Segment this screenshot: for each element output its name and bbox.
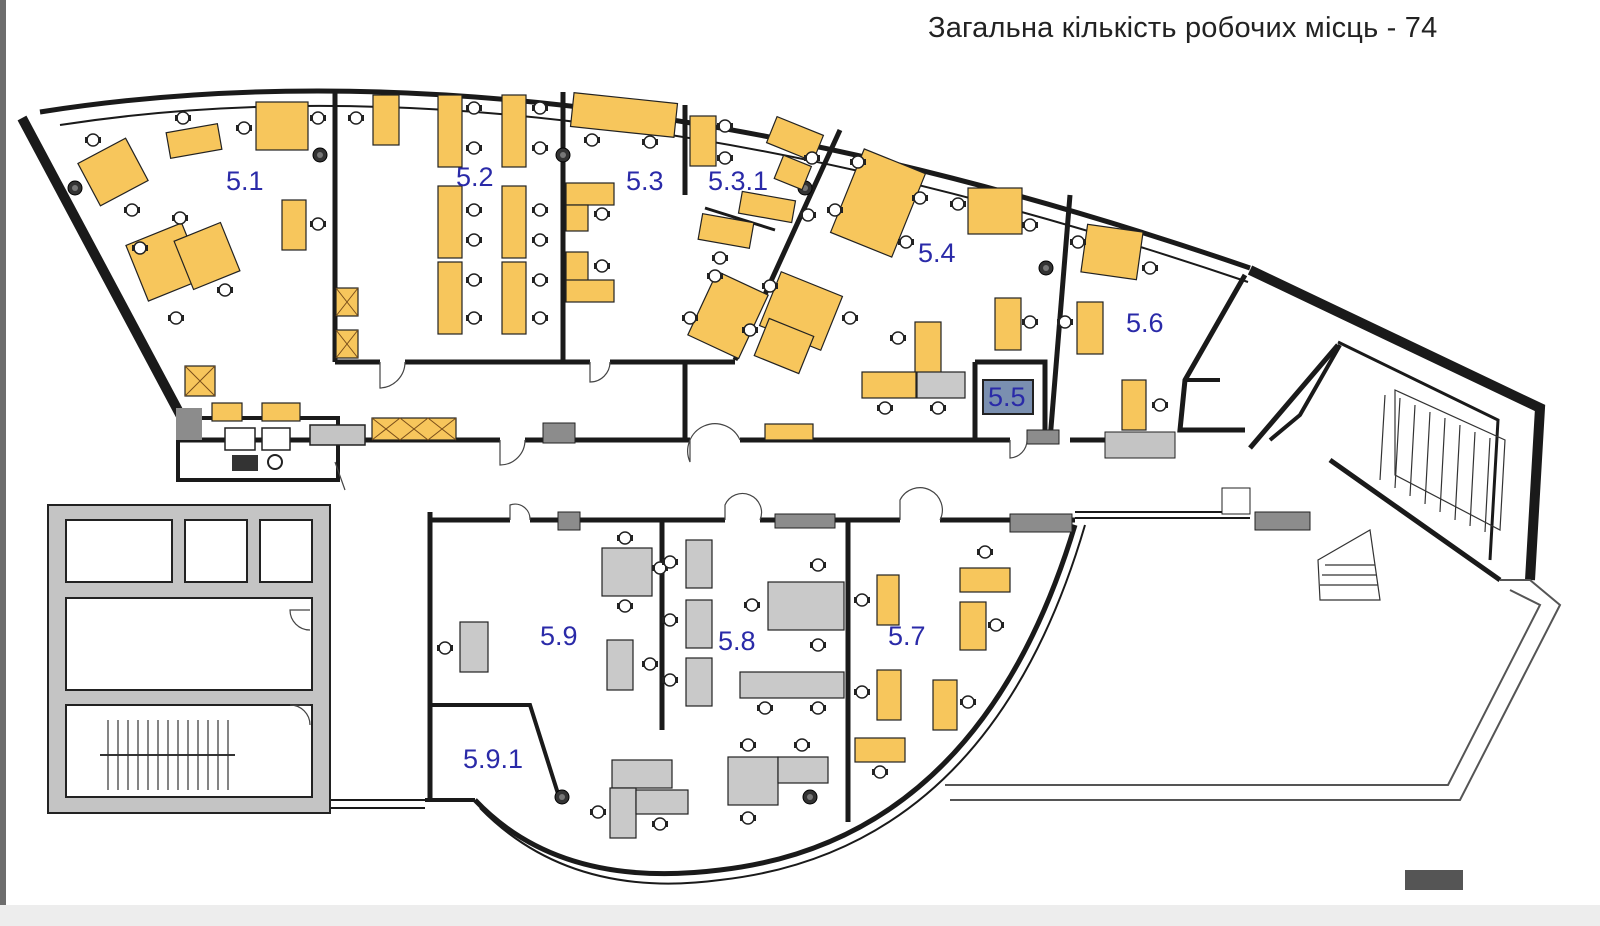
door-icon (289, 361, 1028, 726)
room-label-5-5: 5.5 (988, 382, 1026, 412)
shafts (542, 422, 1311, 533)
wall-531-low (704, 206, 776, 232)
east-stair-wall (1247, 265, 1546, 581)
desk-icon (77, 91, 1147, 763)
wall-591 (430, 703, 562, 801)
stair-core-wall (1248, 343, 1502, 583)
room-label-5-1: 5.1 (226, 166, 264, 196)
terrace-mark (1405, 870, 1463, 890)
east-stair-inner (1337, 340, 1500, 561)
left-border (0, 0, 6, 905)
terrace (945, 579, 1562, 801)
room-55-walls (972, 359, 1048, 440)
storage-box-crosses (184, 287, 457, 441)
lower-walls (330, 512, 1086, 885)
room-label-5-3: 5.3 (626, 166, 664, 196)
room-label-5-3-1: 5.3.1 (708, 166, 768, 196)
desk-icon-gray (459, 371, 966, 839)
room-labels: 5.1 5.2 5.3 5.3.1 5.4 5.5 5.6 5.7 5.8 5.… (226, 162, 1164, 774)
room-label-5-9: 5.9 (540, 621, 578, 651)
wc-block (176, 408, 366, 482)
room-label-5-4: 5.4 (918, 238, 956, 268)
room-label-5-8: 5.8 (718, 626, 756, 656)
lower-curved-facade (473, 524, 1078, 877)
room-label-5-9-1: 5.9.1 (463, 744, 523, 774)
left-core (47, 504, 331, 814)
room-label-5-6: 5.6 (1126, 308, 1164, 338)
page-title: Загальна кількість робочих місць - 74 (928, 12, 1438, 44)
room-label-5-2: 5.2 (456, 162, 494, 192)
stairs-icon (100, 720, 235, 790)
floor-plan: 5.1 5.2 5.3 5.3.1 5.4 5.5 5.6 5.7 5.8 5.… (17, 88, 1562, 890)
upper-partitions (332, 92, 1342, 442)
room-label-5-7: 5.7 (888, 621, 926, 651)
bottom-strip (0, 905, 1600, 926)
wall-56-east (1177, 273, 1248, 433)
room-5-5-fill (982, 379, 1034, 415)
west-slanted-wall (17, 115, 187, 421)
stairs-icon (1317, 389, 1506, 601)
